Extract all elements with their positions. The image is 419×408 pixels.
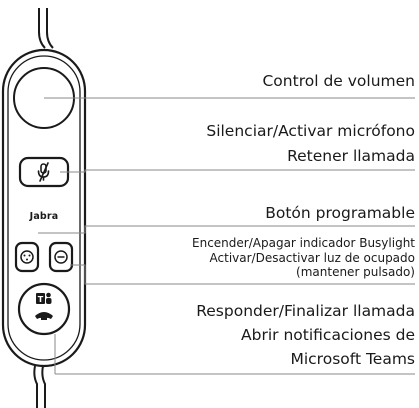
cable-top [38, 8, 54, 49]
label-programmable-button: Botón programable [265, 204, 415, 222]
cable-bottom [33, 365, 46, 408]
leader-lines [38, 97, 415, 375]
label-hold-call: Retener llamada [287, 147, 415, 165]
label-mute: Silenciar/Activar micrófono [206, 122, 415, 140]
teams-phone-icon: T [35, 292, 53, 320]
controller-inner-outline [7, 55, 81, 361]
programmable-button[interactable] [14, 241, 40, 273]
minus-circle-icon [54, 250, 68, 264]
label-open-notifications: Abrir notificaciones de [241, 326, 415, 344]
dots-icon [20, 250, 34, 264]
label-busy-light: Activar/Desactivar luz de ocupado [209, 251, 415, 265]
svg-text:T: T [38, 295, 44, 304]
label-busylight-toggle: Encender/Apagar indicador Busylight [192, 236, 415, 250]
controller-body [1, 48, 87, 368]
label-microsoft-teams: Microsoft Teams [290, 350, 415, 368]
microphone-icon [37, 162, 50, 182]
label-answer-end-call: Responder/Finalizar llamada [196, 302, 415, 320]
brand-logo: Jabra [29, 211, 59, 222]
label-hold-press: (mantener pulsado) [296, 265, 415, 279]
label-volume-control: Control de volumen [262, 72, 415, 90]
teams-button[interactable] [17, 282, 71, 336]
